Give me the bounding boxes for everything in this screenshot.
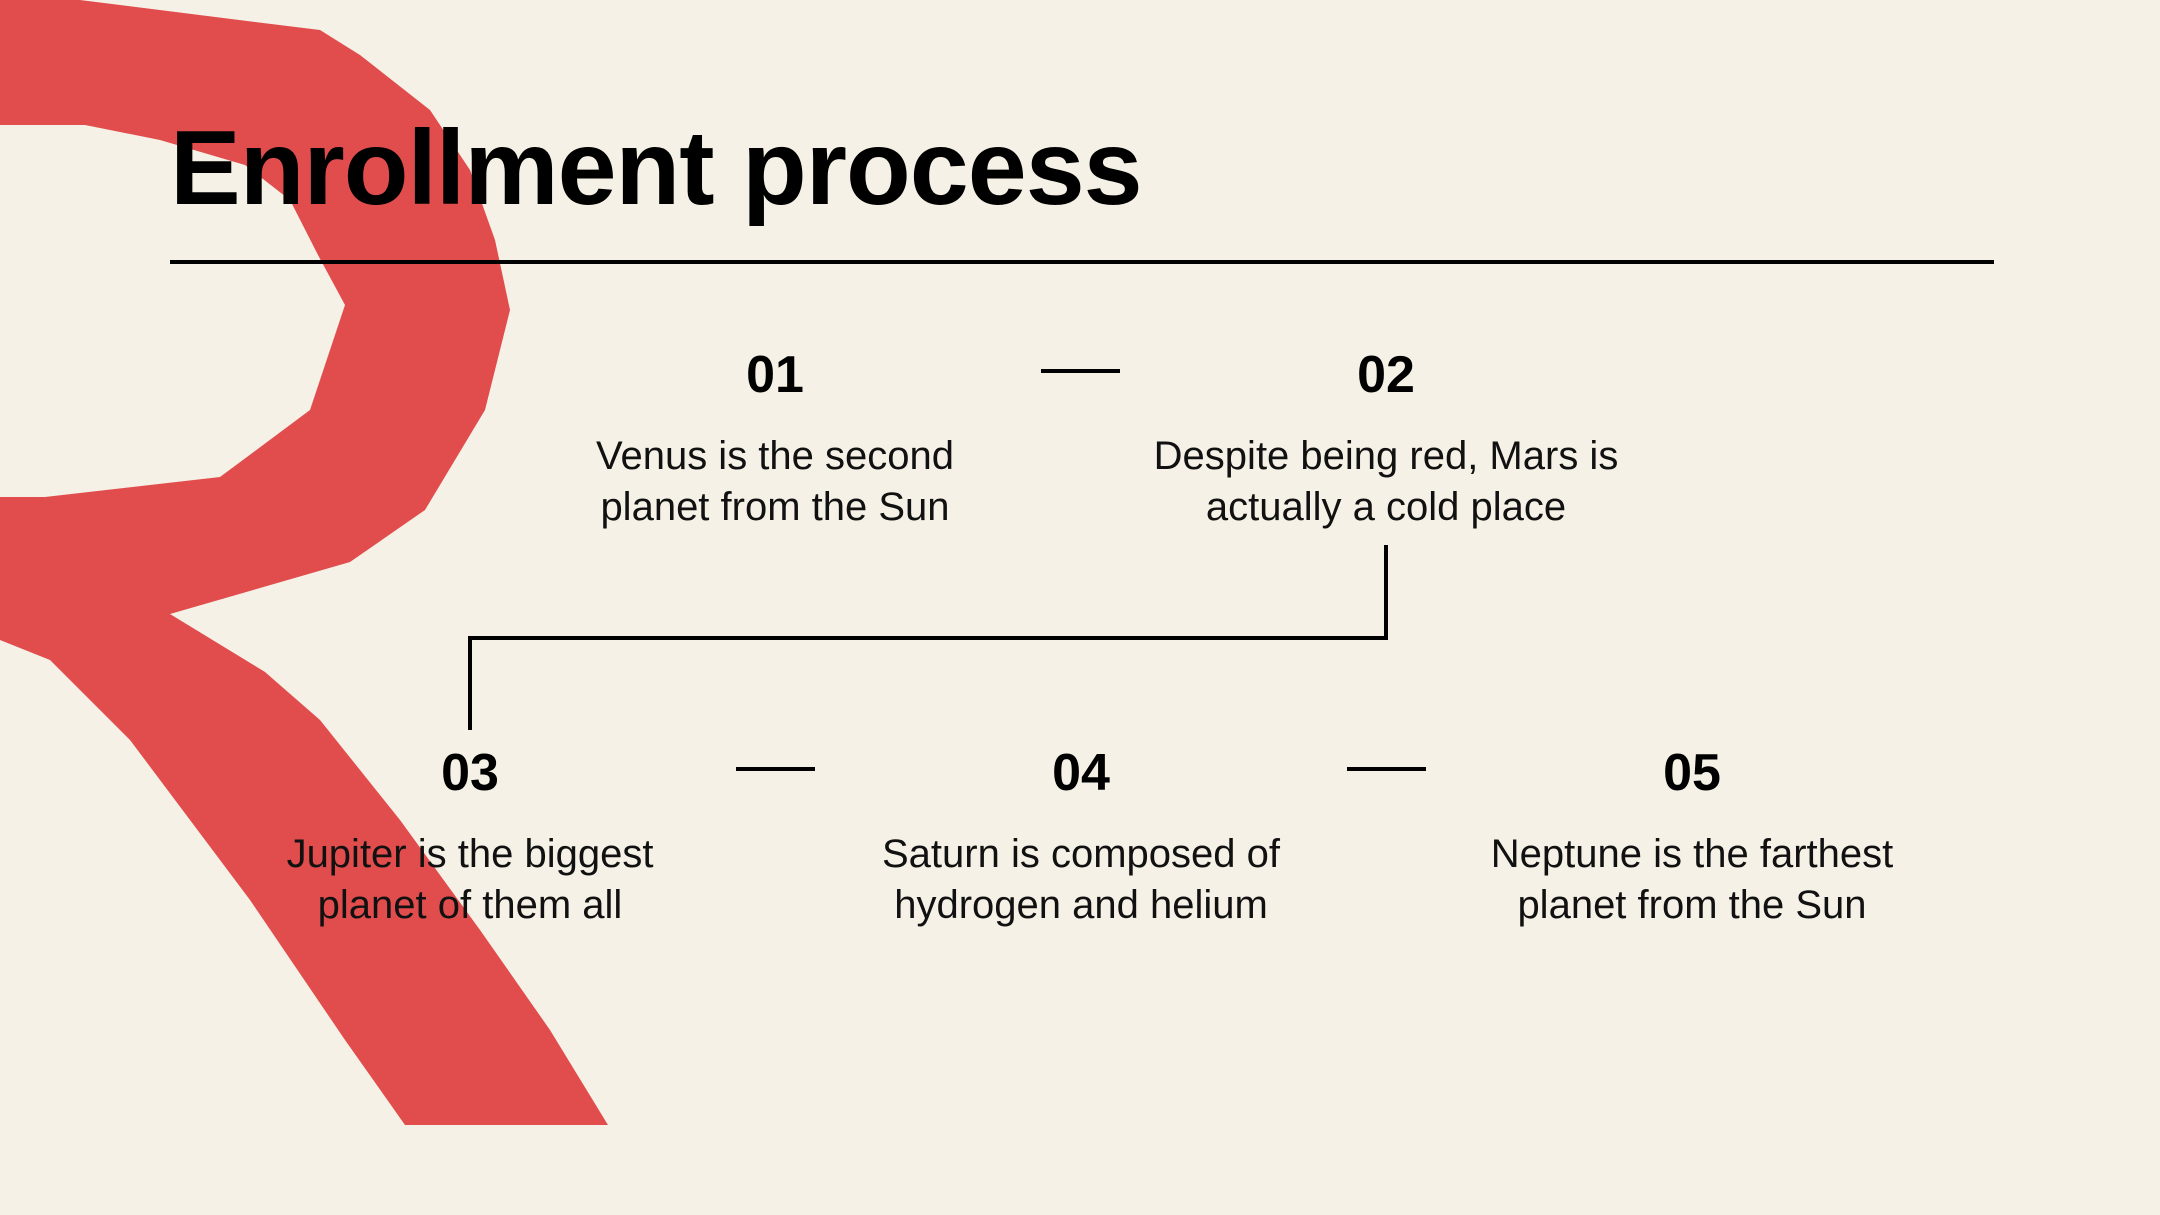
connector-02-03 (468, 545, 1388, 730)
red-r-shape (0, 0, 608, 1125)
step-description: Despite being red, Mars is actually a co… (1153, 434, 1619, 529)
step-number: 04 (1052, 744, 1110, 802)
step-description: Venus is the second planet from the Sun (595, 434, 955, 529)
step-number: 05 (1663, 744, 1721, 802)
step-02: 02 Despite being red, Mars is actually a… (1136, 349, 1636, 533)
step-05: 05 Neptune is the farthest planet from t… (1442, 747, 1942, 931)
step-number: 03 (441, 744, 499, 802)
step-description: Neptune is the farthest planet from the … (1490, 832, 1894, 927)
step-description: Jupiter is the biggest planet of them al… (286, 832, 654, 927)
step-04: 04 Saturn is composed of hydrogen and he… (831, 747, 1331, 931)
page-title: Enrollment process (170, 109, 1143, 227)
step-number: 02 (1357, 346, 1415, 404)
step-03: 03 Jupiter is the biggest planet of them… (220, 747, 720, 931)
step-description: Saturn is composed of hydrogen and heliu… (882, 832, 1280, 927)
step-number: 01 (746, 346, 804, 404)
step-01: 01 Venus is the second planet from the S… (525, 349, 1025, 533)
